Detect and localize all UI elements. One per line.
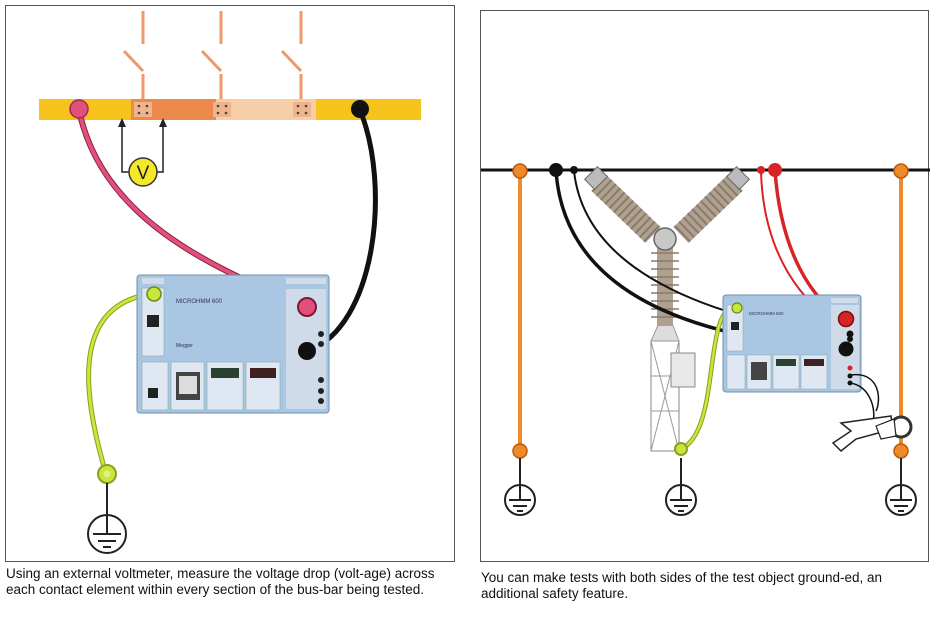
black-terminal bbox=[838, 341, 854, 357]
instrument-brand: Megger bbox=[176, 343, 193, 349]
right-diagram-panel: MICROHMM 600 bbox=[480, 10, 930, 562]
right-caption: You can make tests with both sides of th… bbox=[481, 570, 882, 601]
microhmm-instrument: MICROHMM 600 bbox=[722, 294, 862, 393]
voltmeter bbox=[128, 157, 158, 187]
black-terminal bbox=[298, 342, 316, 360]
disconnect-switches bbox=[122, 11, 303, 99]
ground-symbol-left-icon bbox=[504, 484, 536, 516]
instrument-name: MICROHMM 600 bbox=[176, 299, 223, 305]
ground-terminal bbox=[146, 286, 162, 302]
left-diagram-panel: V bbox=[5, 5, 455, 562]
ground-symbol-icon bbox=[87, 514, 127, 554]
black-clamp bbox=[351, 100, 369, 118]
ground-clamp bbox=[674, 442, 688, 456]
ground-terminal bbox=[731, 302, 743, 314]
right-diagram: MICROHMM 600 bbox=[481, 163, 930, 516]
insulator-support bbox=[583, 165, 751, 452]
pink-clamp bbox=[69, 99, 89, 119]
black-current-lead bbox=[307, 109, 378, 354]
ground-lead bbox=[87, 292, 152, 475]
ground-symbol-middle-icon bbox=[665, 484, 697, 516]
microhmm-instrument: MICROHMM 600 Megger bbox=[136, 274, 330, 414]
busbar bbox=[39, 99, 421, 120]
current-clamp-icon bbox=[831, 415, 913, 453]
ground-symbol-right-icon bbox=[885, 484, 917, 516]
instrument-name: MICROHMM 600 bbox=[749, 311, 784, 316]
pink-terminal bbox=[297, 297, 317, 317]
left-diagram: V bbox=[39, 11, 421, 554]
left-caption: Using an external voltmeter, measure the… bbox=[6, 566, 435, 597]
voltmeter-label: V bbox=[137, 163, 150, 184]
red-terminal bbox=[837, 310, 855, 328]
